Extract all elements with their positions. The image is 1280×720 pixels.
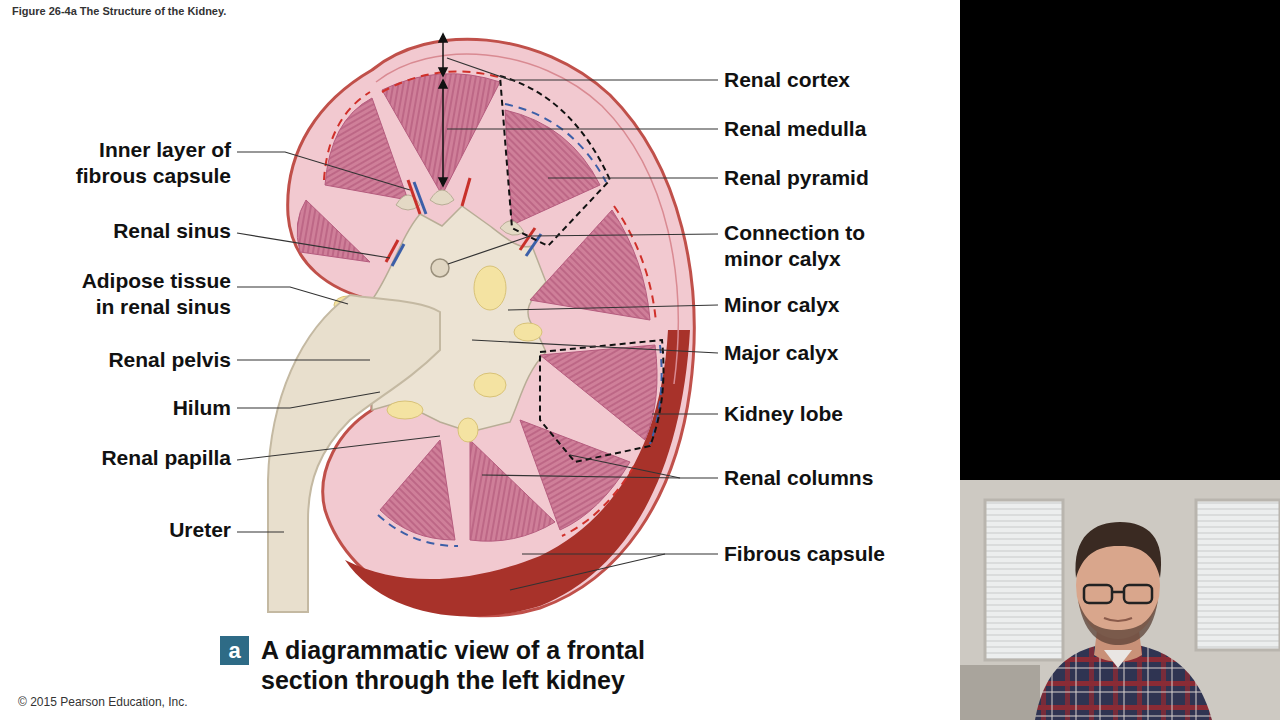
part-label: Minor calyx (724, 292, 840, 318)
part-label: Renal pelvis (108, 347, 231, 373)
figure-caption: A diagrammatic view of a frontal section… (261, 635, 681, 695)
part-label: Ureter (169, 517, 231, 543)
part-label: Fibrous capsule (724, 541, 885, 567)
part-label: Renal sinus (113, 218, 231, 244)
part-label: Renal pyramid (724, 165, 869, 191)
part-label: Renal papilla (101, 445, 231, 471)
part-label: Major calyx (724, 340, 838, 366)
part-label: Renal columns (724, 465, 873, 491)
part-label: Hilum (173, 395, 231, 421)
part-label: Kidney lobe (724, 401, 843, 427)
part-badge: a (220, 636, 249, 665)
part-label: Inner layer of fibrous capsule (61, 137, 231, 189)
copyright-note: © 2015 Pearson Education, Inc. (18, 695, 188, 709)
part-label: Renal medulla (724, 116, 866, 142)
part-label: Adipose tissue in renal sinus (71, 268, 231, 320)
part-label: Connection to minor calyx (724, 220, 884, 272)
badge-letter: a (228, 640, 240, 662)
part-label: Renal cortex (724, 67, 850, 93)
figure-title: Figure 26-4a The Structure of the Kidney… (12, 4, 226, 18)
